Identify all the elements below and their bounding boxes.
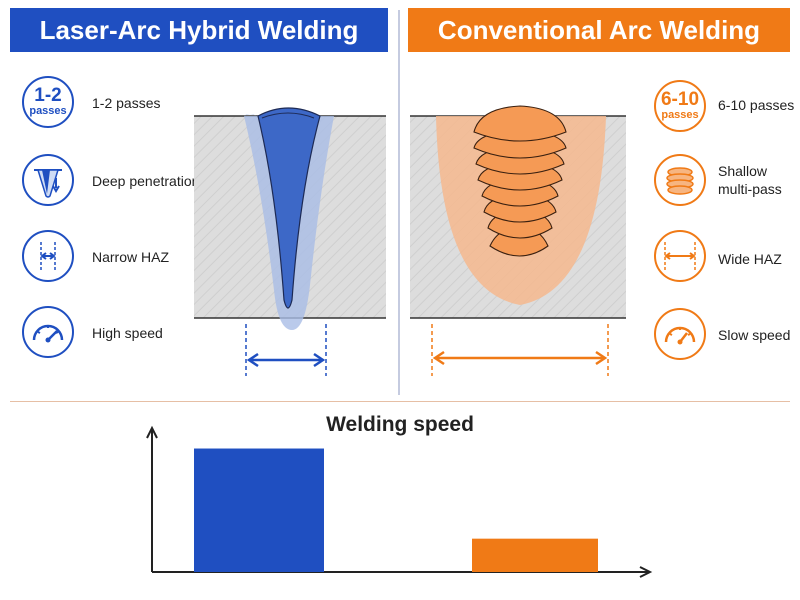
multi-layer-icon [654, 154, 706, 206]
hybrid-welding-title: Laser-Arc Hybrid Welding [10, 8, 388, 52]
hybrid-weld-cross-section [194, 107, 386, 376]
passes-badge-icon: 1-2 passes [22, 76, 74, 128]
horizontal-divider [10, 401, 790, 402]
vertical-divider [398, 10, 400, 395]
passes-unit: passes [661, 109, 699, 121]
passes-badge-icon: 6-10 passes [654, 80, 706, 132]
feature-label-penetration: Shallow multi-pass [718, 163, 782, 197]
bar-conventional-speed [472, 538, 598, 572]
chart-title: Welding speed [326, 413, 474, 436]
weld-cap-line [261, 112, 315, 119]
feature-label-passes: 6-10 passes [718, 97, 795, 113]
bar-hybrid-speed [194, 448, 324, 572]
feature-label-haz: Wide HAZ [718, 251, 782, 267]
narrow-haz-icon [22, 230, 74, 282]
feature-label-penetration: Deep penetration [92, 173, 200, 189]
speedometer-fast-icon [22, 306, 74, 358]
multi-pass-weld-beads [473, 105, 567, 257]
speedometer-slow-icon [654, 308, 706, 360]
wide-haz-icon [654, 230, 706, 282]
conventional-welding-title: Conventional Arc Welding [408, 8, 790, 52]
welding-speed-chart [146, 425, 653, 578]
passes-number: 1-2 [34, 85, 62, 106]
deep-penetration-icon [22, 154, 74, 206]
feature-label-speed: High speed [92, 325, 163, 341]
weld-cross-sections [194, 105, 626, 376]
feature-label-speed: Slow speed [718, 327, 791, 343]
weld-fusion-zone [257, 107, 321, 309]
feature-label-passes: 1-2 passes [92, 95, 161, 111]
feature-label-haz: Narrow HAZ [92, 249, 170, 265]
passes-number: 6-10 [660, 89, 700, 110]
conventional-weld-cross-section [410, 105, 626, 376]
passes-unit: passes [29, 105, 67, 117]
